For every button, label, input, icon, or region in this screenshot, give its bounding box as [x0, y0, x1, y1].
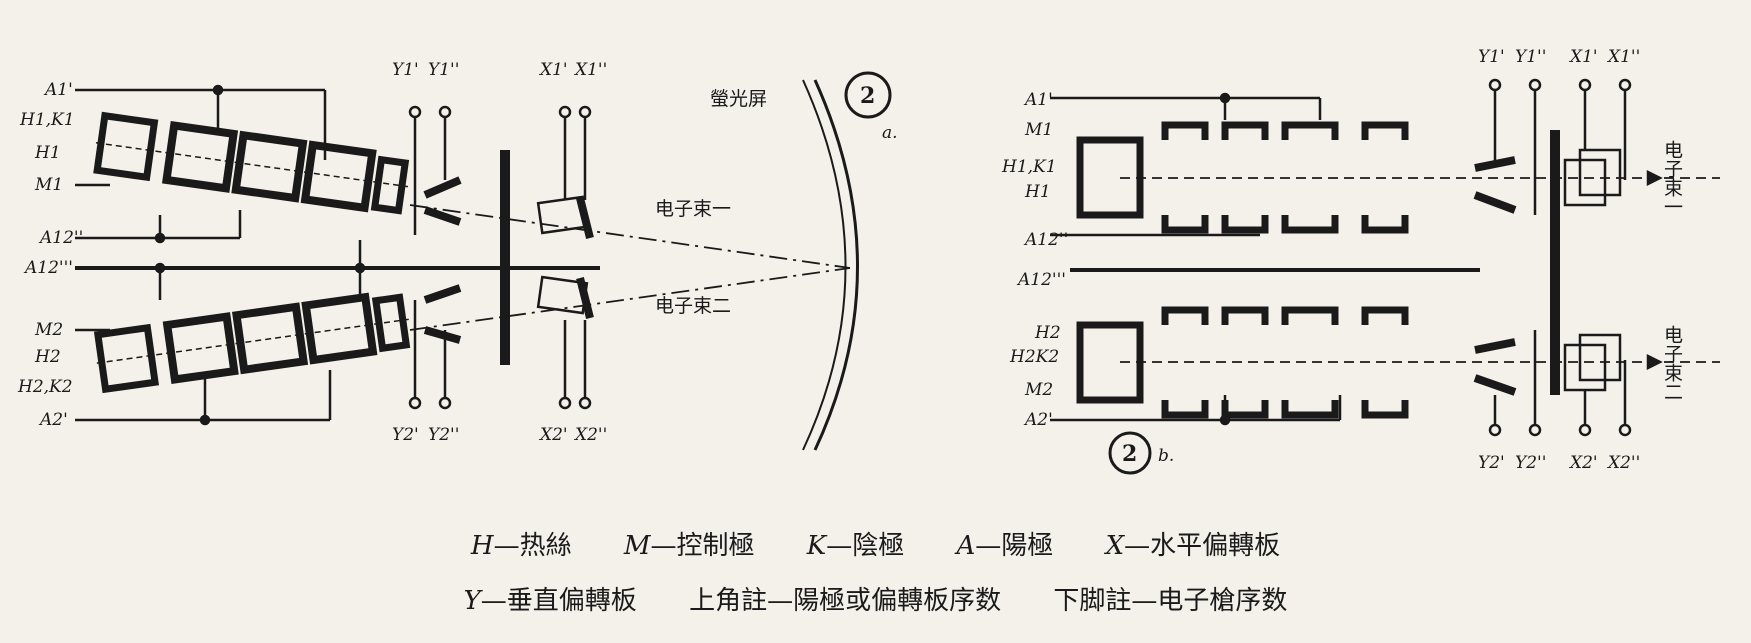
b-label-8: M2 — [1024, 380, 1053, 400]
b-label-5: A12''' — [1016, 270, 1066, 290]
b-beam1-label: 电子束一 — [1661, 140, 1683, 216]
b-figure-letter: b. — [1158, 446, 1174, 466]
b-label-2: H1,K1 — [1001, 157, 1057, 177]
b-bottom-term-1: Y2'' — [1515, 453, 1546, 473]
legend-item-superscript: 上角註—陽極或偏轉板序数 — [689, 580, 1001, 617]
b-top-term-0: Y1' — [1478, 47, 1505, 67]
legend-text: —水平偏轉板 — [1124, 531, 1281, 561]
b-bottom-term-2: X2' — [1568, 453, 1598, 473]
diagram-b — [1050, 78, 1720, 475]
a-top-term-1: Y1'' — [428, 60, 459, 80]
a-label-7: H2 — [34, 347, 61, 367]
legend-item-y: Y—垂直偏轉板 — [464, 580, 637, 617]
legend-item-m: M—控制極 — [624, 525, 755, 562]
legend-text: —陰極 — [826, 531, 905, 561]
a-bottom-term-2: X2' — [538, 425, 568, 445]
b-bottom-term-3: X2'' — [1606, 453, 1640, 473]
b-top-term-3: X1'' — [1606, 47, 1640, 67]
lower-gun-a — [93, 292, 411, 394]
diagram-a-labels: A1' H1,K1 H1 M1 A12'' A12''' M2 H2 H2,K2… — [17, 60, 898, 445]
legend-symbol: X — [1105, 531, 1125, 561]
b-label-6: H2 — [1034, 323, 1061, 343]
legend-text: —热絲 — [493, 531, 572, 561]
screen-label: 螢光屏 — [710, 88, 767, 110]
b-top-term-1: Y1'' — [1515, 47, 1546, 67]
a-figure-number: 2 — [860, 83, 875, 109]
a-label-8: H2,K2 — [17, 377, 73, 397]
a-label-4: A12'' — [38, 228, 83, 248]
a-bottom-term-1: Y2'' — [428, 425, 459, 445]
b-label-1: M1 — [1024, 120, 1053, 140]
a-figure-letter: a. — [882, 123, 898, 143]
a-top-term-3: X1'' — [573, 60, 607, 80]
b-beam2-label: 电子束二 — [1661, 325, 1683, 401]
legend-symbol: M — [623, 531, 651, 561]
legend-symbol: Y — [463, 586, 481, 616]
a-label-2: H1 — [34, 143, 61, 163]
b-label-3: H1 — [1024, 182, 1051, 202]
diagram-b-labels: A1' M1 H1,K1 H1 A12'' A12''' H2 H2K2 M2 … — [1001, 47, 1683, 473]
a-bottom-term-0: Y2' — [392, 425, 419, 445]
legend-symbol: A — [956, 531, 976, 561]
upper-gun-a — [93, 111, 410, 215]
legend-symbol: K — [806, 531, 827, 561]
legend-line-2: Y—垂直偏轉板 上角註—陽極或偏轉板序数 下脚註—电子槍序数 — [0, 580, 1751, 617]
a-top-term-2: X1' — [538, 60, 568, 80]
a-label-6: M2 — [34, 320, 63, 340]
a-label-9: A2' — [38, 410, 68, 430]
legend-item-a: A—陽極 — [957, 525, 1054, 562]
legend-item-h: H—热絲 — [471, 525, 572, 562]
a-beam2-label: 电子束二 — [655, 295, 731, 317]
b-bottom-term-0: Y2' — [1478, 453, 1505, 473]
b-label-4: A12'' — [1023, 230, 1068, 250]
legend-text: —陽極 — [975, 531, 1054, 561]
legend-line-1: H—热絲 M—控制極 K—陰極 A—陽極 X—水平偏轉板 — [0, 525, 1751, 562]
b-top-term-2: X1' — [1568, 47, 1598, 67]
diagram-a — [75, 71, 892, 451]
b-figure-number: 2 — [1122, 441, 1137, 467]
b-label-9: A2' — [1023, 410, 1053, 430]
a-beam1-label: 电子束一 — [655, 198, 731, 220]
b-label-7: H2K2 — [1009, 347, 1059, 367]
legend-text: 上角註—陽極或偏轉板序数 — [689, 586, 1002, 616]
legend-item-k: K—陰極 — [807, 525, 904, 562]
legend-item-subscript: 下脚註—电子槍序数 — [1053, 580, 1287, 617]
legend-symbol: H — [470, 531, 494, 561]
legend-text: 下脚註—电子槍序数 — [1053, 586, 1288, 616]
a-top-term-0: Y1' — [392, 60, 419, 80]
a-label-5: A12''' — [23, 258, 73, 278]
a-label-3: M1 — [34, 175, 63, 195]
a-label-1: H1,K1 — [19, 110, 75, 130]
a-bottom-term-3: X2'' — [573, 425, 607, 445]
a-label-0: A1' — [43, 80, 73, 100]
legend-text: —垂直偏轉板 — [480, 586, 637, 616]
b-label-0: A1' — [1023, 90, 1053, 110]
legend-text: —控制極 — [650, 531, 755, 561]
legend-item-x: X—水平偏轉板 — [1106, 525, 1281, 562]
